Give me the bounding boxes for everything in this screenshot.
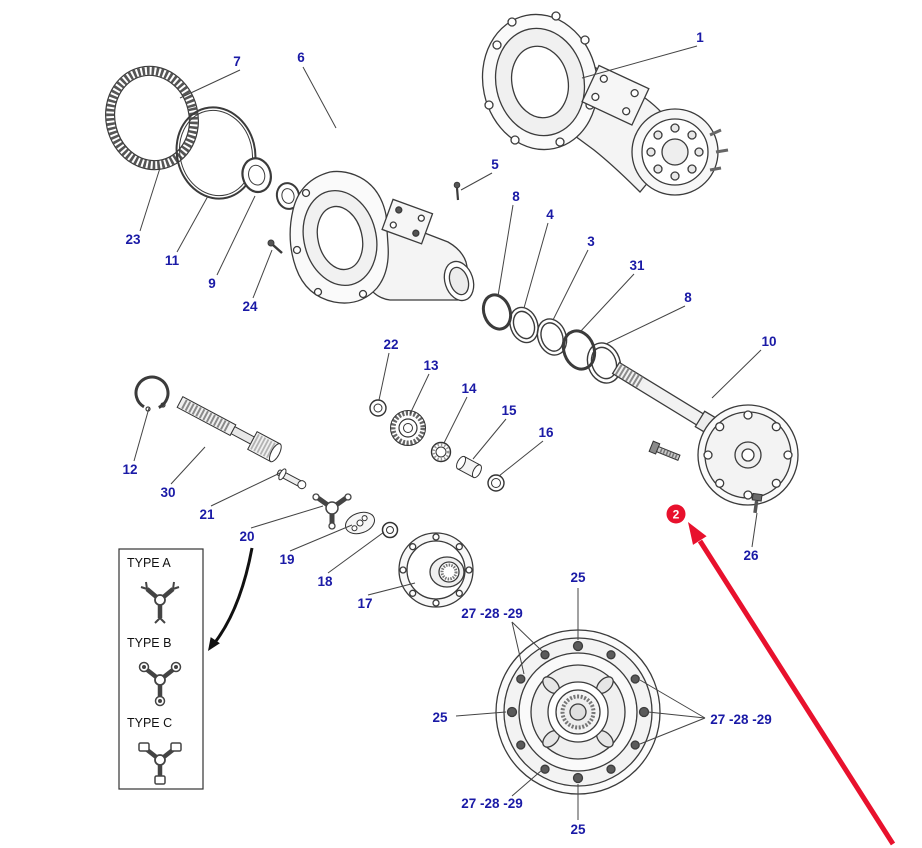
leader-lines — [133, 45, 762, 820]
type-b-glyph — [138, 661, 182, 707]
pin-21-drawing — [276, 468, 307, 490]
part-label-7: 7 — [233, 54, 241, 69]
part-label-23: 23 — [125, 232, 141, 247]
washer-18-drawing — [381, 521, 399, 539]
input-shaft-drawing — [176, 396, 282, 463]
bolt-5-drawing — [453, 181, 461, 201]
legend-box: TYPE A TYPE B TYPE C — [118, 548, 204, 790]
washer-22-drawing — [369, 399, 387, 417]
part-label-25-bottom: 25 — [570, 822, 586, 837]
part-label-27-28-29-topleft: 27 -28 -29 — [461, 606, 523, 621]
gear-13-drawing — [390, 410, 426, 446]
ring-gear-drawing — [105, 65, 199, 171]
part-label-14: 14 — [461, 381, 477, 396]
bolt-26-drawing — [751, 492, 763, 514]
part-label-30: 30 — [160, 485, 175, 500]
part-label-17: 17 — [357, 596, 372, 611]
part-label-15: 15 — [501, 403, 517, 418]
part-label-9: 9 — [208, 276, 216, 291]
part-label-24: 24 — [242, 299, 258, 314]
part-label-6: 6 — [297, 50, 305, 65]
legend-curved-arrow — [208, 547, 254, 651]
part-label-27-28-29-right: 27 -28 -29 — [710, 712, 772, 727]
legend-type-a-label: TYPE A — [127, 556, 171, 570]
planet-carrier-drawing — [495, 629, 661, 795]
part-label-5: 5 — [491, 157, 499, 172]
part-label-3: 3 — [587, 234, 595, 249]
part-label-27-28-29-bottom: 27 -28 -29 — [461, 796, 523, 811]
part-label-25-left: 25 — [432, 710, 448, 725]
part-label-26: 26 — [743, 548, 759, 563]
part-label-31: 31 — [629, 258, 645, 273]
axle-housing-assembly-drawing — [481, 11, 729, 196]
type-a-glyph — [140, 581, 180, 624]
part-label-2-highlighted: 2 — [673, 508, 680, 522]
snap-ring-drawing — [134, 375, 170, 412]
part-label-16: 16 — [538, 425, 554, 440]
legend-type-c-label: TYPE C — [127, 716, 172, 730]
part-label-22: 22 — [383, 337, 398, 352]
diff-housing-drawing — [289, 170, 475, 304]
part-label-4: 4 — [546, 207, 554, 222]
bolt-2-drawing — [648, 440, 681, 461]
part-label-13: 13 — [423, 358, 439, 373]
highlight-arrow — [688, 522, 896, 846]
bearing-cup-drawing — [275, 182, 301, 210]
bolt-24-drawing — [267, 239, 283, 254]
legend-type-b-label: TYPE B — [127, 636, 171, 650]
part-label-12: 12 — [122, 462, 137, 477]
roller-15-drawing — [456, 455, 482, 479]
part-label-8-lower: 8 — [684, 290, 692, 305]
part-label-11: 11 — [165, 253, 180, 268]
type-c-glyph — [138, 742, 182, 785]
part-labels: 7 6 1 5 8 4 3 31 8 23 11 9 24 10 22 13 1… — [122, 30, 776, 837]
seal-series-drawing — [481, 293, 622, 384]
part-label-10: 10 — [761, 334, 776, 349]
axle-shaft-drawing — [611, 361, 799, 506]
large-ring-drawing — [175, 106, 257, 200]
bearing-drawing — [241, 157, 272, 194]
diff-case-17-drawing — [398, 532, 474, 608]
spider-20-drawing — [312, 493, 352, 530]
part-label-18: 18 — [317, 574, 333, 589]
part-label-21: 21 — [199, 507, 215, 522]
part-label-8-upper: 8 — [512, 189, 520, 204]
bearing-14-drawing — [430, 441, 452, 463]
highlighted-part-badge: 2 — [666, 504, 686, 524]
part-label-1: 1 — [696, 30, 704, 45]
washer-16-drawing — [487, 474, 505, 492]
part-label-20: 20 — [239, 529, 254, 544]
plate-19-drawing — [344, 511, 376, 535]
part-label-19: 19 — [279, 552, 294, 567]
part-label-25-top: 25 — [570, 570, 586, 585]
